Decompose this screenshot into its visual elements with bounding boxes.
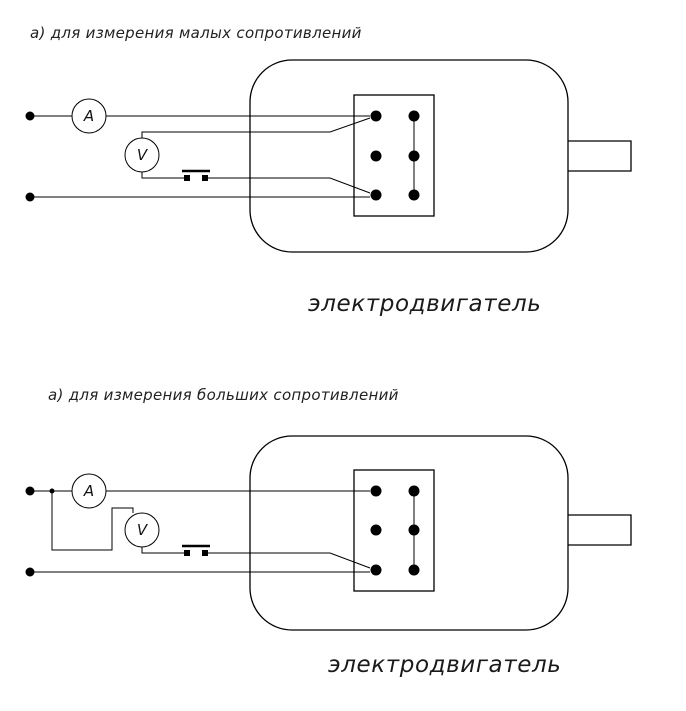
- terminal-dot: [370, 524, 382, 536]
- motor-shaft: [568, 514, 632, 546]
- diagram-small-resistance: а) для измерения малых сопротивлений A V: [25, 24, 632, 317]
- wire-voltmeter-top: [141, 117, 371, 138]
- motor-body: [249, 59, 569, 253]
- terminal-dot: [370, 110, 382, 122]
- terminal-dot: [370, 564, 382, 576]
- terminal-box: [353, 94, 435, 217]
- motor-body: [249, 435, 569, 631]
- wire: [208, 552, 371, 569]
- terminal-dot: [370, 189, 382, 201]
- voltmeter-label: V: [137, 521, 149, 539]
- wire-voltmeter-branch: [51, 491, 134, 551]
- push-button-contact: [184, 550, 190, 556]
- diagram-large-resistance: а) для измерения больших сопротивлений A…: [25, 386, 632, 678]
- push-button-contact: [184, 175, 190, 181]
- motor-label: электродвигатель: [328, 652, 561, 678]
- ammeter-label: A: [83, 107, 94, 125]
- caption-small-resistance: а) для измерения малых сопротивлений: [30, 24, 362, 42]
- push-button-contact: [202, 550, 208, 556]
- motor-shaft: [568, 140, 632, 172]
- terminal-box: [353, 469, 435, 592]
- caption-large-resistance: а) для измерения больших сопротивлений: [48, 386, 399, 404]
- terminal-dot: [370, 485, 382, 497]
- voltmeter-label: V: [137, 146, 149, 164]
- terminal-dot: [370, 150, 382, 162]
- ammeter-label: A: [83, 482, 94, 500]
- motor-label: электродвигатель: [308, 291, 541, 317]
- wire: [208, 177, 371, 194]
- wire: [141, 172, 184, 179]
- push-button-contact: [202, 175, 208, 181]
- wire: [141, 547, 184, 554]
